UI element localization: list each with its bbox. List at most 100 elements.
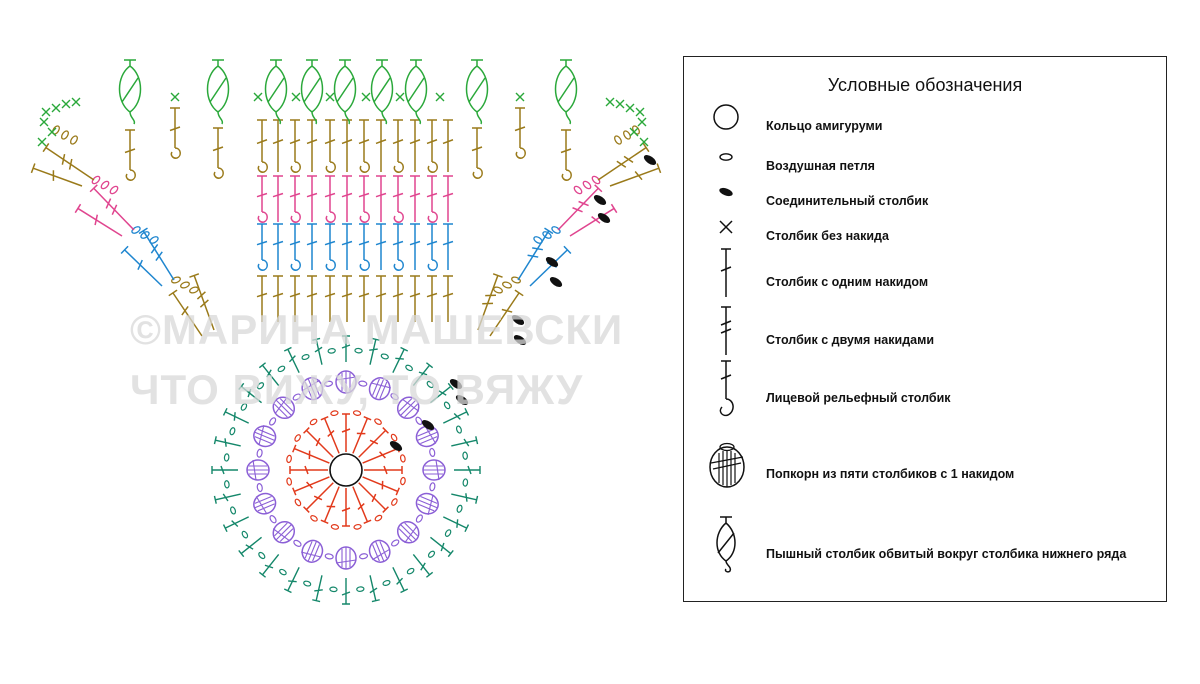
- purple-chain: [324, 553, 334, 560]
- puff-stitch: [370, 59, 394, 125]
- double-crochet: [211, 465, 238, 475]
- front-post-stitch: [324, 119, 336, 173]
- legend-panel: Условные обозначения Кольцо амигуруми Во…: [683, 56, 1167, 602]
- purple-popcorn: [422, 459, 446, 481]
- olive-top-column: [256, 119, 268, 173]
- teal-dc-stitch: [369, 337, 380, 365]
- double-crochet: [442, 175, 454, 222]
- teal-dc-stitch: [238, 536, 262, 558]
- purple-popcorn: [246, 459, 270, 481]
- double-crochet: [341, 275, 353, 322]
- pink-column: [442, 175, 454, 222]
- front-post-stitch: [358, 119, 370, 173]
- popcorn-lines: [274, 396, 294, 418]
- double-crochet: [442, 119, 454, 172]
- slip-stitch: [449, 379, 463, 389]
- double-crochet: [74, 203, 123, 237]
- popcorn-lines: [272, 522, 294, 542]
- red-dc-stitch: [320, 416, 340, 454]
- purple-popcorn: [253, 492, 277, 515]
- double-crochet: [352, 486, 372, 524]
- chain-loop: [455, 425, 462, 434]
- purple-chain: [358, 380, 368, 387]
- double-crochet: [306, 119, 318, 172]
- chain-loop: [551, 226, 561, 234]
- left-fan-stitch: [42, 143, 95, 181]
- front-post-stitch: [212, 127, 224, 179]
- front-post-stitch: [471, 127, 483, 179]
- double-crochet: [222, 516, 249, 533]
- purple-popcorn: [368, 377, 391, 401]
- watermark-line-1: ©МАРИНА МАШЕВСКИ: [130, 306, 624, 353]
- front-post-icon: [719, 360, 734, 417]
- double-crochet: [392, 567, 409, 594]
- chain-loop: [427, 550, 436, 558]
- double-crochet: [272, 119, 284, 172]
- double-crochet: [409, 223, 421, 270]
- double-crochet: [341, 335, 351, 362]
- purple-popcorn: [335, 370, 357, 394]
- legend-item-tr: Столбик с двумя накидами: [684, 306, 1166, 361]
- popcorn-body: [272, 520, 296, 544]
- teal-dc-stitch: [238, 382, 262, 404]
- double-crochet: [426, 275, 438, 322]
- teal-chain: [456, 504, 463, 513]
- double-crochet: [369, 575, 380, 603]
- teal-chain: [354, 347, 363, 354]
- slip-stitch: [593, 195, 607, 205]
- double-crochet: [238, 382, 262, 404]
- front-post-stitch: [426, 119, 438, 173]
- blue-column: [426, 223, 438, 271]
- legend-label: Лицевой рельефный столбик: [766, 391, 951, 405]
- puff-stitch: [206, 59, 230, 125]
- chain-loop: [70, 135, 78, 145]
- chain-loop: [415, 514, 423, 523]
- teal-chain: [303, 580, 312, 587]
- teal-chain: [462, 451, 468, 460]
- front-post-stitch: [392, 119, 404, 173]
- ring-icon: [713, 104, 739, 130]
- double-crochet: [341, 578, 351, 605]
- double-crochet: [430, 382, 454, 404]
- teal-dc-stitch: [430, 382, 454, 404]
- single-crochet: [170, 92, 180, 102]
- double-crochet: [442, 223, 454, 270]
- olive-top-column: [358, 119, 370, 173]
- front-post-stitch: [358, 223, 370, 271]
- legend-item-slip: Соединительный столбик: [684, 182, 1166, 222]
- treble-crochet: [89, 184, 135, 231]
- chain-loop: [91, 175, 101, 185]
- teal-dc-stitch: [369, 575, 380, 603]
- teal-chain: [405, 364, 413, 372]
- chain-loop: [511, 276, 521, 284]
- double-crochet: [529, 245, 572, 287]
- treble-crochet: [42, 143, 95, 181]
- double-crochet: [303, 482, 334, 513]
- treble-crochet: [138, 227, 175, 281]
- chain-loop: [269, 417, 277, 426]
- purple-chain: [429, 447, 436, 458]
- slip-stitch: [597, 213, 611, 223]
- chain-loop: [405, 364, 413, 372]
- front-post-stitch: [256, 119, 268, 173]
- teal-dc-stitch: [392, 567, 409, 594]
- double-crochet: [341, 413, 351, 452]
- double-crochet: [283, 567, 300, 594]
- slip-stitch: [455, 395, 469, 405]
- popcorn-lines: [335, 547, 357, 569]
- teal-dc-stitch: [341, 335, 351, 362]
- teal-chain: [356, 586, 365, 592]
- single-crochet: [639, 137, 649, 147]
- teal-chain: [224, 480, 230, 489]
- teal-chain: [426, 380, 434, 389]
- double-crochet: [292, 444, 330, 464]
- legend-label: Столбик без накида: [766, 229, 889, 243]
- double-crochet: [392, 346, 409, 373]
- olive-stalk: [212, 127, 224, 179]
- single-crochet: [615, 99, 625, 109]
- chain-loop: [324, 553, 334, 560]
- chain-loop: [330, 410, 339, 417]
- red-dc-stitch: [364, 465, 403, 475]
- legend-item-sc: Столбик без накида: [684, 217, 1166, 257]
- teal-dc-stitch: [412, 554, 434, 578]
